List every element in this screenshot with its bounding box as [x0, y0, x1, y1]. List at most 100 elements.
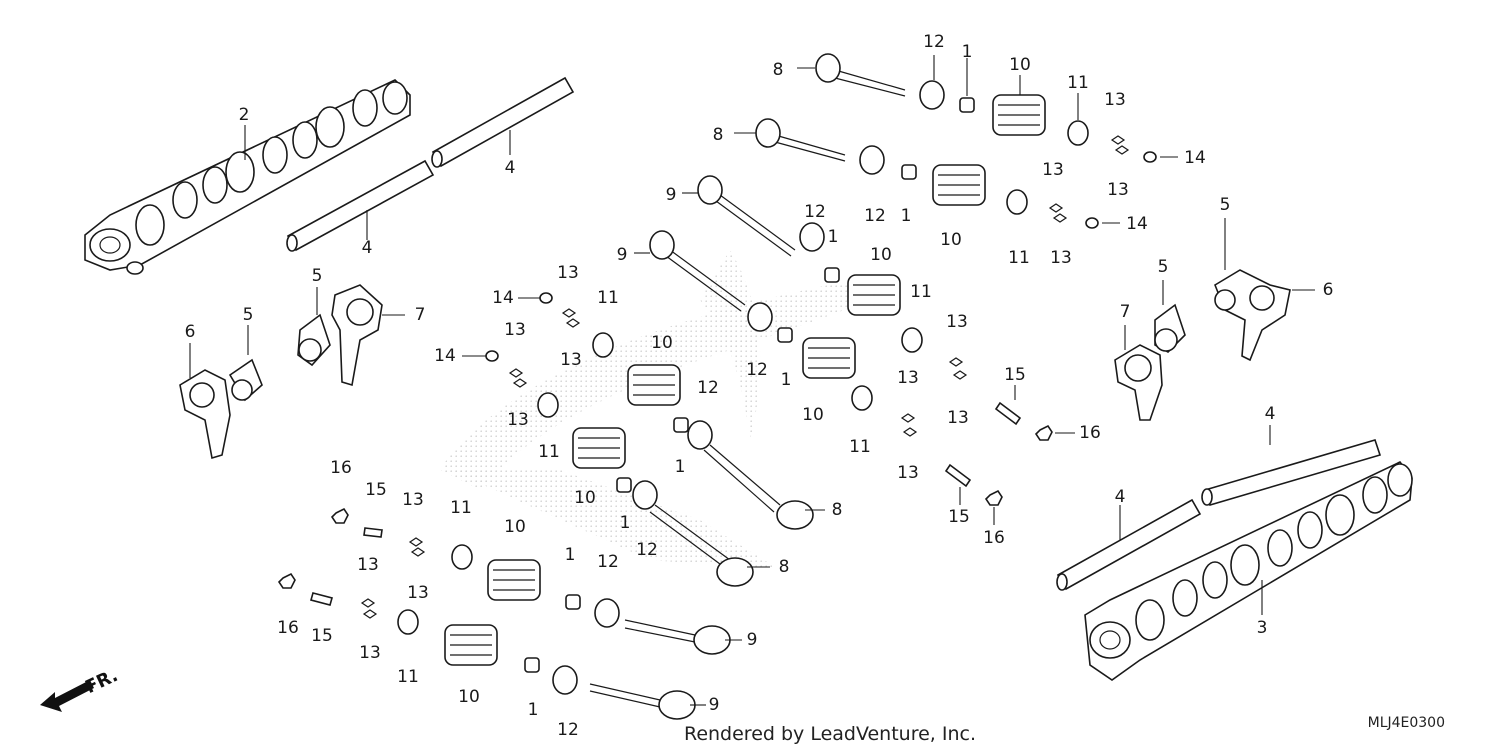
callout-15: 15	[948, 507, 970, 527]
callout-13: 13	[504, 320, 526, 340]
callout-12: 12	[923, 32, 945, 52]
valves	[589, 53, 906, 720]
callout-10: 10	[1009, 55, 1031, 75]
callout-11: 11	[849, 437, 871, 457]
callout-5: 5	[1220, 195, 1231, 215]
callout-10: 10	[458, 687, 480, 707]
callout-14: 14	[434, 346, 456, 366]
direction-label: FR.	[82, 665, 121, 698]
callout-8: 8	[832, 500, 843, 520]
callout-10: 10	[870, 245, 892, 265]
callout-4: 4	[1115, 487, 1126, 507]
callout-7: 7	[415, 305, 426, 325]
callout-11: 11	[597, 288, 619, 308]
callout-16: 16	[1079, 423, 1101, 443]
callout-6: 6	[185, 322, 196, 342]
callout-11: 11	[538, 442, 560, 462]
callout-13: 13	[407, 583, 429, 603]
callout-12: 12	[746, 360, 768, 380]
watermark	[440, 250, 870, 570]
camshaft-intake	[84, 79, 411, 275]
callout-9: 9	[709, 695, 720, 715]
callout-8: 8	[779, 557, 790, 577]
callout-10: 10	[504, 517, 526, 537]
rocker-arms-right	[1114, 269, 1291, 421]
callout-13: 13	[897, 368, 919, 388]
callout-13: 13	[947, 408, 969, 428]
callout-9: 9	[666, 185, 677, 205]
callout-1: 1	[962, 42, 973, 62]
callout-11: 11	[1008, 248, 1030, 268]
valve-springs	[444, 94, 1046, 666]
front-direction-arrow: FR.	[40, 665, 121, 712]
callout-8: 8	[773, 60, 784, 80]
callout-14: 14	[1126, 214, 1148, 234]
small-hardware	[277, 135, 1157, 619]
callout-13: 13	[1050, 248, 1072, 268]
leader-lines	[189, 55, 1315, 706]
callout-5: 5	[1158, 257, 1169, 277]
callout-1: 1	[565, 545, 576, 565]
callout-1: 1	[675, 457, 686, 477]
callout-16: 16	[330, 458, 352, 478]
callout-13: 13	[946, 312, 968, 332]
rocker-shafts-lower	[1056, 439, 1382, 591]
diagram-code: MLJ4E0300	[1368, 715, 1445, 731]
callout-10: 10	[940, 230, 962, 250]
callout-11: 11	[910, 282, 932, 302]
callout-1: 1	[781, 370, 792, 390]
callout-13: 13	[557, 263, 579, 283]
callout-15: 15	[365, 480, 387, 500]
callout-12: 12	[636, 540, 658, 560]
callouts: 2 4 4 8 12 1 10 11 13 14 13 8 12 1 10 13…	[185, 32, 1334, 740]
callout-9: 9	[747, 630, 758, 650]
callout-1: 1	[620, 513, 631, 533]
callout-1: 1	[901, 206, 912, 226]
callout-4: 4	[362, 238, 373, 258]
callout-10: 10	[802, 405, 824, 425]
callout-12: 12	[557, 720, 579, 740]
callout-13: 13	[897, 463, 919, 483]
callout-1: 1	[528, 700, 539, 720]
callout-15: 15	[311, 626, 333, 646]
camshaft-exhaust	[1084, 460, 1413, 681]
callout-12: 12	[864, 206, 886, 226]
rocker-arms-left	[179, 284, 383, 460]
callout-5: 5	[312, 266, 323, 286]
callout-1: 1	[828, 227, 839, 247]
callout-13: 13	[560, 350, 582, 370]
callout-11: 11	[397, 667, 419, 687]
callout-14: 14	[1184, 148, 1206, 168]
callout-6: 6	[1323, 280, 1334, 300]
callout-9: 9	[617, 245, 628, 265]
callout-13: 13	[402, 490, 424, 510]
callout-10: 10	[651, 333, 673, 353]
callout-11: 11	[1067, 73, 1089, 93]
callout-13: 13	[1107, 180, 1129, 200]
footer-credit: Rendered by LeadVenture, Inc.	[684, 723, 976, 745]
callout-4: 4	[505, 158, 516, 178]
callout-13: 13	[359, 643, 381, 663]
callout-13: 13	[1042, 160, 1064, 180]
callout-12: 12	[597, 552, 619, 572]
callout-5: 5	[243, 305, 254, 325]
callout-13: 13	[357, 555, 379, 575]
callout-3: 3	[1257, 618, 1268, 638]
callout-15: 15	[1004, 365, 1026, 385]
callout-13: 13	[507, 410, 529, 430]
callout-16: 16	[277, 618, 299, 638]
callout-7: 7	[1120, 302, 1131, 322]
callout-12: 12	[804, 202, 826, 222]
callout-13: 13	[1104, 90, 1126, 110]
callout-11: 11	[450, 498, 472, 518]
callout-14: 14	[492, 288, 514, 308]
retainers-seals	[397, 80, 1089, 695]
callout-8: 8	[713, 125, 724, 145]
callout-12: 12	[697, 378, 719, 398]
callout-10: 10	[574, 488, 596, 508]
rocker-shafts-upper	[286, 76, 575, 252]
callout-16: 16	[983, 528, 1005, 548]
callout-4: 4	[1265, 404, 1276, 424]
callout-2: 2	[239, 105, 250, 125]
